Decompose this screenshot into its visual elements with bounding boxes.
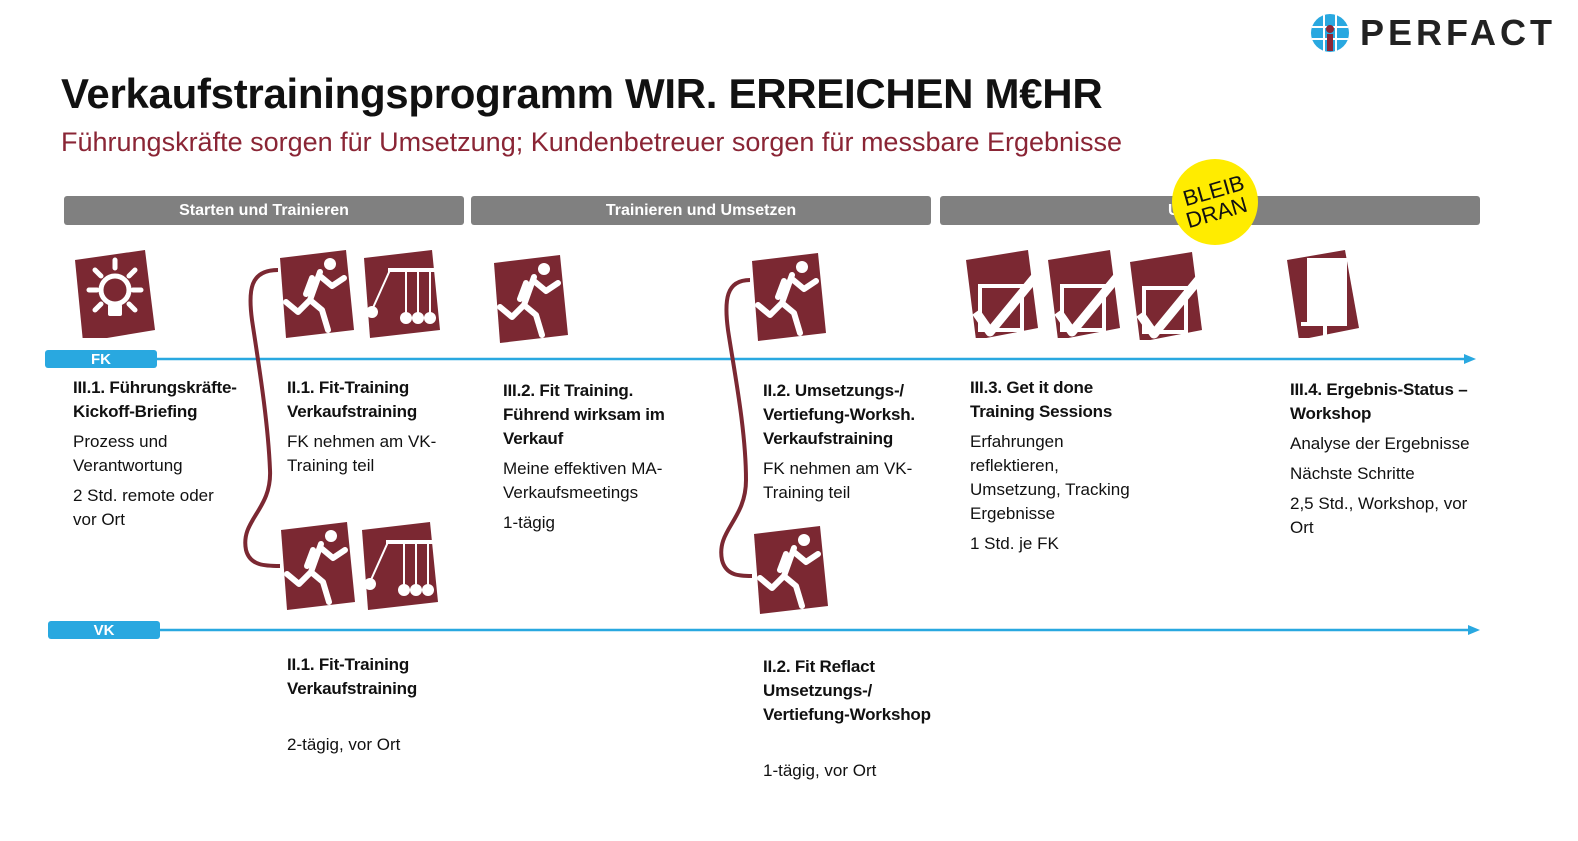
vk-step-fit-training: II.1. Fit-Training Verkaufstraining 2-tä… <box>287 653 502 757</box>
lane-label-fk: FK <box>45 350 157 368</box>
fk-step-ergebnis: III.4. Ergebnis-Status – Workshop Analys… <box>1290 378 1510 540</box>
fk-step-fit-training: II.1. Fit-Training Verkaufstraining FK n… <box>287 376 502 478</box>
step-title: III.3. Get it done Training Sessions <box>970 378 1113 421</box>
step-text: Prozess und Verantwortung <box>73 432 183 475</box>
vk-arrowhead <box>1468 625 1480 635</box>
checkbox-icon <box>966 250 1046 338</box>
step-text: FK nehmen am VK- Training teil <box>763 459 913 502</box>
step-text: 2,5 Std., Workshop, vor Ort <box>1290 494 1468 537</box>
step-title: III.2. Fit Training. Führend wirksam im … <box>503 381 665 448</box>
step-text: 2-tägig, vor Ort <box>287 735 401 754</box>
flipchart-icon <box>1287 250 1367 338</box>
step-text: 1-tägig <box>503 513 555 532</box>
logo-text: PERFACT <box>1360 12 1557 53</box>
runner-icon <box>277 522 357 610</box>
step-text: 2 Std. remote oder vor Ort <box>73 486 214 529</box>
fk-step-umsetzung: II.2. Umsetzungs-/ Vertiefung-Worksh. Ve… <box>763 379 978 505</box>
step-title: III.4. Ergebnis-Status – Workshop <box>1290 380 1468 423</box>
page-subtitle: Führungskräfte sorgen für Umsetzung; Kun… <box>61 127 1123 157</box>
perfact-logo: PERFACT <box>1310 12 1556 54</box>
fk-step-kickoff: III.1. Führungskräfte- Kickoff-Briefing … <box>73 376 258 532</box>
fk-step-get-it-done: III.3. Get it done Training Sessions Erf… <box>970 376 1185 556</box>
step-text: Analyse der Ergebnisse <box>1290 434 1470 453</box>
step-text: Erfahrungen reflektieren, Umsetzung, Tra… <box>970 432 1130 523</box>
step-title: II.1. Fit-Training Verkaufstraining <box>287 378 418 421</box>
vk-step-reflact: II.2. Fit Reflact Umsetzungs-/ Vertiefun… <box>763 655 978 783</box>
runner-icon <box>490 255 570 343</box>
step-text: FK nehmen am VK- Training teil <box>287 432 437 475</box>
fk-arrowhead <box>1464 354 1476 364</box>
phase-bar-train: Trainieren und Umsetzen <box>471 196 931 225</box>
runner-icon <box>750 526 830 614</box>
newtons-cradle-icon <box>360 250 440 338</box>
lightbulb-icon <box>75 250 155 338</box>
runner-icon <box>276 250 356 338</box>
newtons-cradle-icon <box>358 522 438 610</box>
step-title: II.1. Fit-Training Verkaufstraining <box>287 655 418 698</box>
step-text: Meine effektiven MA- Verkaufsmeetings <box>503 459 663 502</box>
step-title: II.2. Fit Reflact Umsetzungs-/ Vertiefun… <box>763 657 931 724</box>
connector-bracket-1 <box>243 268 281 568</box>
globe-icon <box>1311 14 1349 52</box>
step-text: 1 Std. je FK <box>970 534 1059 553</box>
checkbox-icon <box>1048 250 1128 338</box>
lane-label-vk: VK <box>48 621 160 639</box>
connector-bracket-2 <box>719 278 753 578</box>
step-text: 1-tägig, vor Ort <box>763 761 877 780</box>
checkbox-icon <box>1130 252 1210 340</box>
step-text: Nächste Schritte <box>1290 464 1415 483</box>
step-title: III.1. Führungskräfte- Kickoff-Briefing <box>73 378 237 421</box>
fk-step-fuehrend: III.2. Fit Training. Führend wirksam im … <box>503 379 718 535</box>
page-title: Verkaufstrainingsprogramm WIR. ERREICHEN… <box>61 70 1103 117</box>
phase-bar-start: Starten und Trainieren <box>64 196 464 225</box>
runner-icon <box>748 253 828 341</box>
step-title: II.2. Umsetzungs-/ Vertiefung-Worksh. Ve… <box>763 381 915 448</box>
